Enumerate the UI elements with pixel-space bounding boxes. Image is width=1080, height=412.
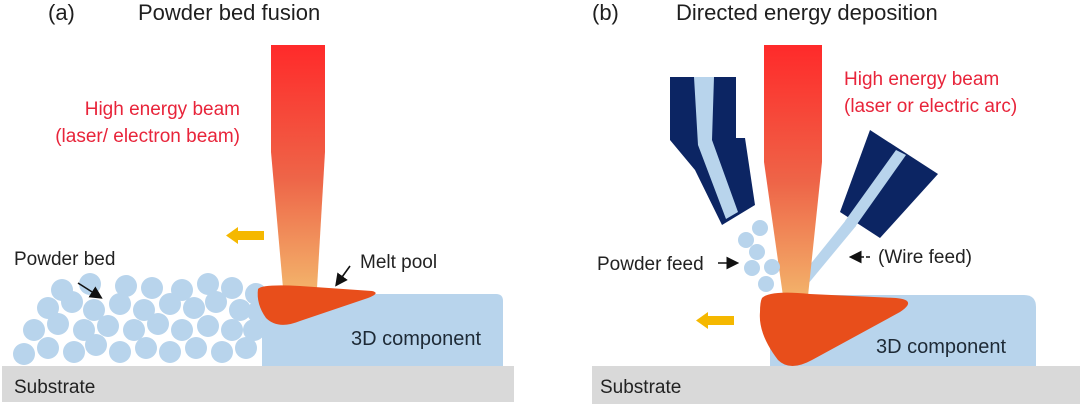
- powder-particle: [123, 319, 145, 341]
- beam-label-a-line2: (laser/ electron beam): [55, 126, 240, 147]
- motion-arrow-a: [226, 227, 264, 244]
- wire-nozzle: [840, 130, 938, 238]
- motion-arrow-b: [696, 312, 734, 329]
- substrate-label-a: Substrate: [14, 377, 95, 398]
- wire-feed-label: (Wire feed): [878, 247, 972, 268]
- powder-particle: [197, 315, 219, 337]
- powder-particle: [85, 334, 107, 356]
- powder-particle: [183, 297, 205, 319]
- melt-pool-pointer-arrow: [335, 265, 351, 287]
- powder-feed-label: Powder feed: [597, 254, 704, 275]
- powder-particle: [171, 319, 193, 341]
- powder-particle: [79, 273, 101, 295]
- beam-label-b-line2: (laser or electric arc): [844, 96, 1017, 117]
- substrate-b: [592, 366, 1080, 404]
- powder-particle: [135, 337, 157, 359]
- laser-beam-b: [764, 45, 822, 296]
- powder-particle: [47, 313, 69, 335]
- powder-feed-particles: [738, 220, 780, 292]
- powder-bed-label: Powder bed: [14, 249, 115, 270]
- melt-pool-a: [257, 285, 376, 325]
- powder-particle: [133, 299, 155, 321]
- powder-particle: [235, 337, 257, 359]
- substrate-a: [2, 366, 514, 402]
- powder-particle: [109, 293, 131, 315]
- powder-particle: [115, 275, 137, 297]
- powder-particle: [229, 299, 251, 321]
- beam-label-a-line1: High energy beam: [85, 99, 240, 120]
- powder-particle: [185, 337, 207, 359]
- powder-particle: [83, 299, 105, 321]
- panel-b-tag: (b): [592, 0, 619, 25]
- powder-particle: [37, 297, 59, 319]
- powder-particle: [109, 341, 131, 363]
- panel-a-tag: (a): [48, 0, 75, 25]
- powder-particle: [171, 279, 193, 301]
- powder-bed-pointer-arrow: [77, 282, 103, 299]
- melt-pool-b: [759, 292, 909, 366]
- powder-particle: [197, 273, 219, 295]
- powder-particle: [23, 319, 45, 341]
- powder-particle: [205, 291, 227, 313]
- powder-particle: [211, 341, 233, 363]
- powder-particle: [97, 315, 119, 337]
- component-label-b: 3D component: [876, 336, 1007, 358]
- substrate-label-b: Substrate: [600, 377, 681, 398]
- powder-particle: [221, 277, 243, 299]
- powder-particle: [243, 319, 265, 341]
- powder-particle: [63, 341, 85, 363]
- powder-particle: [51, 279, 73, 301]
- panel-a-title: Powder bed fusion: [138, 0, 320, 25]
- component-label-a: 3D component: [351, 328, 482, 350]
- panel-b-title: Directed energy deposition: [676, 0, 938, 25]
- beam-label-b-line1: High energy beam: [844, 69, 999, 90]
- panel-a: (a) Powder bed fusion Substrate 3D compo…: [2, 0, 514, 402]
- powder-particle: [221, 319, 243, 341]
- laser-beam-a: [271, 45, 325, 288]
- powder-particle: [37, 337, 59, 359]
- powder-nozzle: [670, 77, 755, 225]
- powder-particle: [13, 343, 35, 365]
- powder-particle: [73, 319, 95, 341]
- powder-particle: [147, 313, 169, 335]
- powder-particle: [141, 277, 163, 299]
- panel-b: (b) Directed energy deposition Substrate…: [592, 0, 1080, 404]
- powder-bed: [13, 273, 269, 365]
- powder-particle: [159, 341, 181, 363]
- melt-pool-label: Melt pool: [360, 252, 437, 273]
